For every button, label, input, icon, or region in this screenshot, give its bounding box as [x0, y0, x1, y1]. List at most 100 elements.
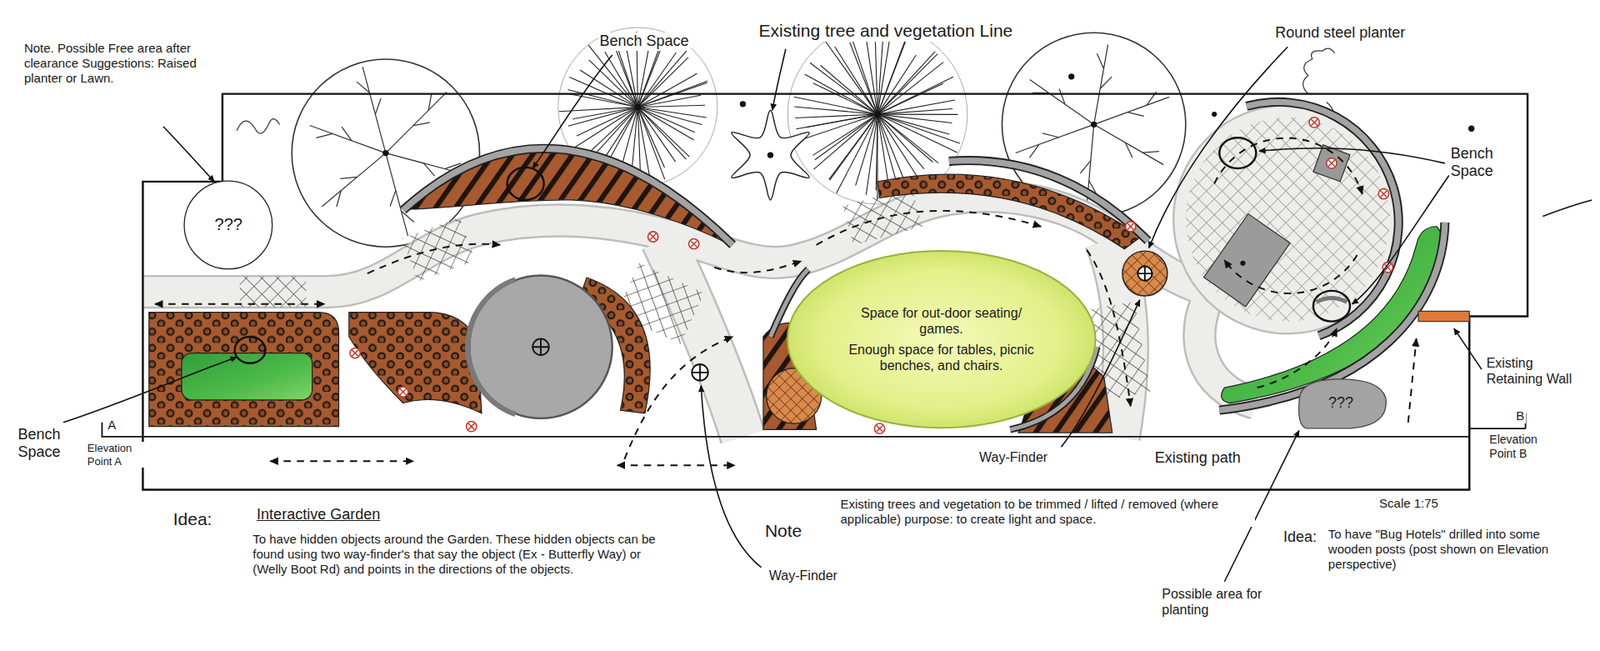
movement-arrow-part — [816, 210, 1041, 245]
grey-wall-part — [949, 160, 1149, 241]
leader-line-part — [772, 49, 786, 110]
tree-flower-part — [731, 110, 810, 200]
post-marker-part-part — [1310, 119, 1317, 125]
elevation-label: Elevation Point A — [85, 441, 147, 468]
tree-outline-part — [1094, 45, 1109, 125]
post-marker-part — [874, 423, 885, 434]
post-marker-part-part — [468, 423, 475, 430]
note-text: Existing trees and vegetation to be trim… — [839, 496, 1256, 527]
leader-line-part — [1542, 200, 1592, 217]
tree-starburst-part — [850, 35, 878, 115]
elevation-label: Elevation Point B — [1487, 432, 1565, 461]
feature-symbol-part — [1313, 145, 1350, 182]
node-text: ??? — [1299, 394, 1383, 413]
tree-outline-part — [1015, 124, 1095, 153]
tree-starburst-part — [815, 114, 878, 160]
post-marker-part-part — [650, 233, 656, 240]
tree-starburst-part — [825, 41, 878, 115]
post-marker-part-part — [690, 240, 697, 247]
crosshatch-paving-part — [1185, 117, 1390, 322]
tree-outline-part — [385, 91, 447, 153]
leader-line-part — [63, 356, 237, 422]
tree-canopy-part — [740, 100, 746, 107]
tree-starburst-part — [637, 107, 690, 158]
planting-bed-part — [181, 353, 313, 400]
tree-starburst-part — [637, 95, 701, 107]
tree-outline-part — [1094, 96, 1170, 125]
movement-arrow-part — [367, 244, 500, 274]
movement-arrow-part — [617, 464, 735, 466]
feature-symbol-part — [691, 364, 709, 381]
post-marker-part-part — [1328, 160, 1335, 166]
idea-heading: Idea: — [1281, 528, 1319, 547]
tree-outline-part — [1142, 151, 1160, 154]
seating-lawn-oval: Space for out-door seating/ games.Enough… — [785, 250, 1097, 429]
planting-bed — [149, 151, 1445, 433]
tree-starburst-part — [877, 114, 939, 164]
tree-outline-part — [385, 153, 409, 237]
tree-starburst-part — [875, 41, 878, 115]
movement-arrow-part — [1224, 255, 1357, 294]
post-marker-part-part — [648, 231, 659, 242]
tree-starburst-part — [877, 114, 958, 115]
tree-outline-part — [1090, 121, 1097, 128]
tree-starburst-part — [637, 107, 694, 141]
site-boundary-part — [142, 94, 1528, 490]
post-marker-part — [398, 386, 409, 397]
tree-outline-part — [401, 210, 415, 222]
post-marker-part-part — [1326, 158, 1337, 169]
tree-canopy-part — [1303, 48, 1335, 95]
tree-outline-part — [423, 163, 435, 176]
way-finder-label: Way-Finder — [977, 449, 1050, 465]
tree-starburst-part — [877, 114, 933, 162]
movement-arrow-part — [1257, 328, 1338, 388]
post-marker-part — [648, 231, 659, 242]
unknown-area-circle-outline-part — [184, 180, 273, 270]
tree-outline-part — [375, 98, 381, 115]
tree-starburst-part — [877, 62, 944, 115]
node-text-group: ??? — [1299, 394, 1383, 413]
tree-starburst-part — [874, 110, 880, 117]
grey-wall-part — [1246, 101, 1399, 335]
scale-label: Scale 1:75 — [1377, 495, 1440, 511]
tree-outline-part — [340, 176, 357, 179]
note-text: Note. Possible Free area after clearance… — [22, 40, 206, 86]
feature-symbol-part — [691, 364, 709, 381]
leader-line-part — [1149, 46, 1289, 248]
tree-outline-part — [291, 59, 480, 247]
grey-wall-part — [403, 148, 734, 245]
site-boundary-part — [142, 435, 1470, 438]
tree-starburst-part — [569, 77, 638, 108]
planting-bed-part — [149, 312, 340, 427]
tree-starburst-part — [877, 76, 954, 115]
node-text: Enough space for tables, picnic benches,… — [848, 341, 1035, 374]
feature-symbol-part — [1313, 290, 1350, 322]
seating-lawn-oval-outline — [785, 250, 1097, 429]
grey-wall — [403, 101, 1445, 430]
feature-symbol-part — [1219, 137, 1256, 169]
wall-label: Existing Retaining Wall — [1485, 355, 1590, 387]
tree-starburst-part — [637, 107, 665, 168]
feature-symbol-part — [1122, 250, 1168, 296]
feature-symbol-part — [467, 279, 515, 415]
tree-outline-part — [390, 190, 396, 206]
tree-starburst-part — [877, 83, 944, 115]
post-marker-part-part — [1127, 223, 1134, 230]
movement-arrow-part — [270, 460, 413, 462]
post-marker-part-part — [1309, 117, 1320, 128]
movement-arrow-part — [155, 303, 325, 305]
post-marker-part-part — [874, 423, 885, 434]
tree-starburst-part — [637, 107, 675, 163]
post-marker-part-part — [350, 347, 360, 358]
tree-outline-part — [1030, 80, 1095, 125]
feature-symbol-part — [235, 336, 266, 364]
tree-outline-part — [341, 126, 352, 140]
tree-outline-part — [1125, 142, 1133, 158]
movement-arrow-part — [714, 260, 801, 273]
tree-outline-part — [1029, 144, 1040, 158]
tree-outline-part — [382, 150, 389, 156]
post-marker-part — [466, 421, 477, 432]
post-marker-part-part — [1125, 221, 1136, 232]
